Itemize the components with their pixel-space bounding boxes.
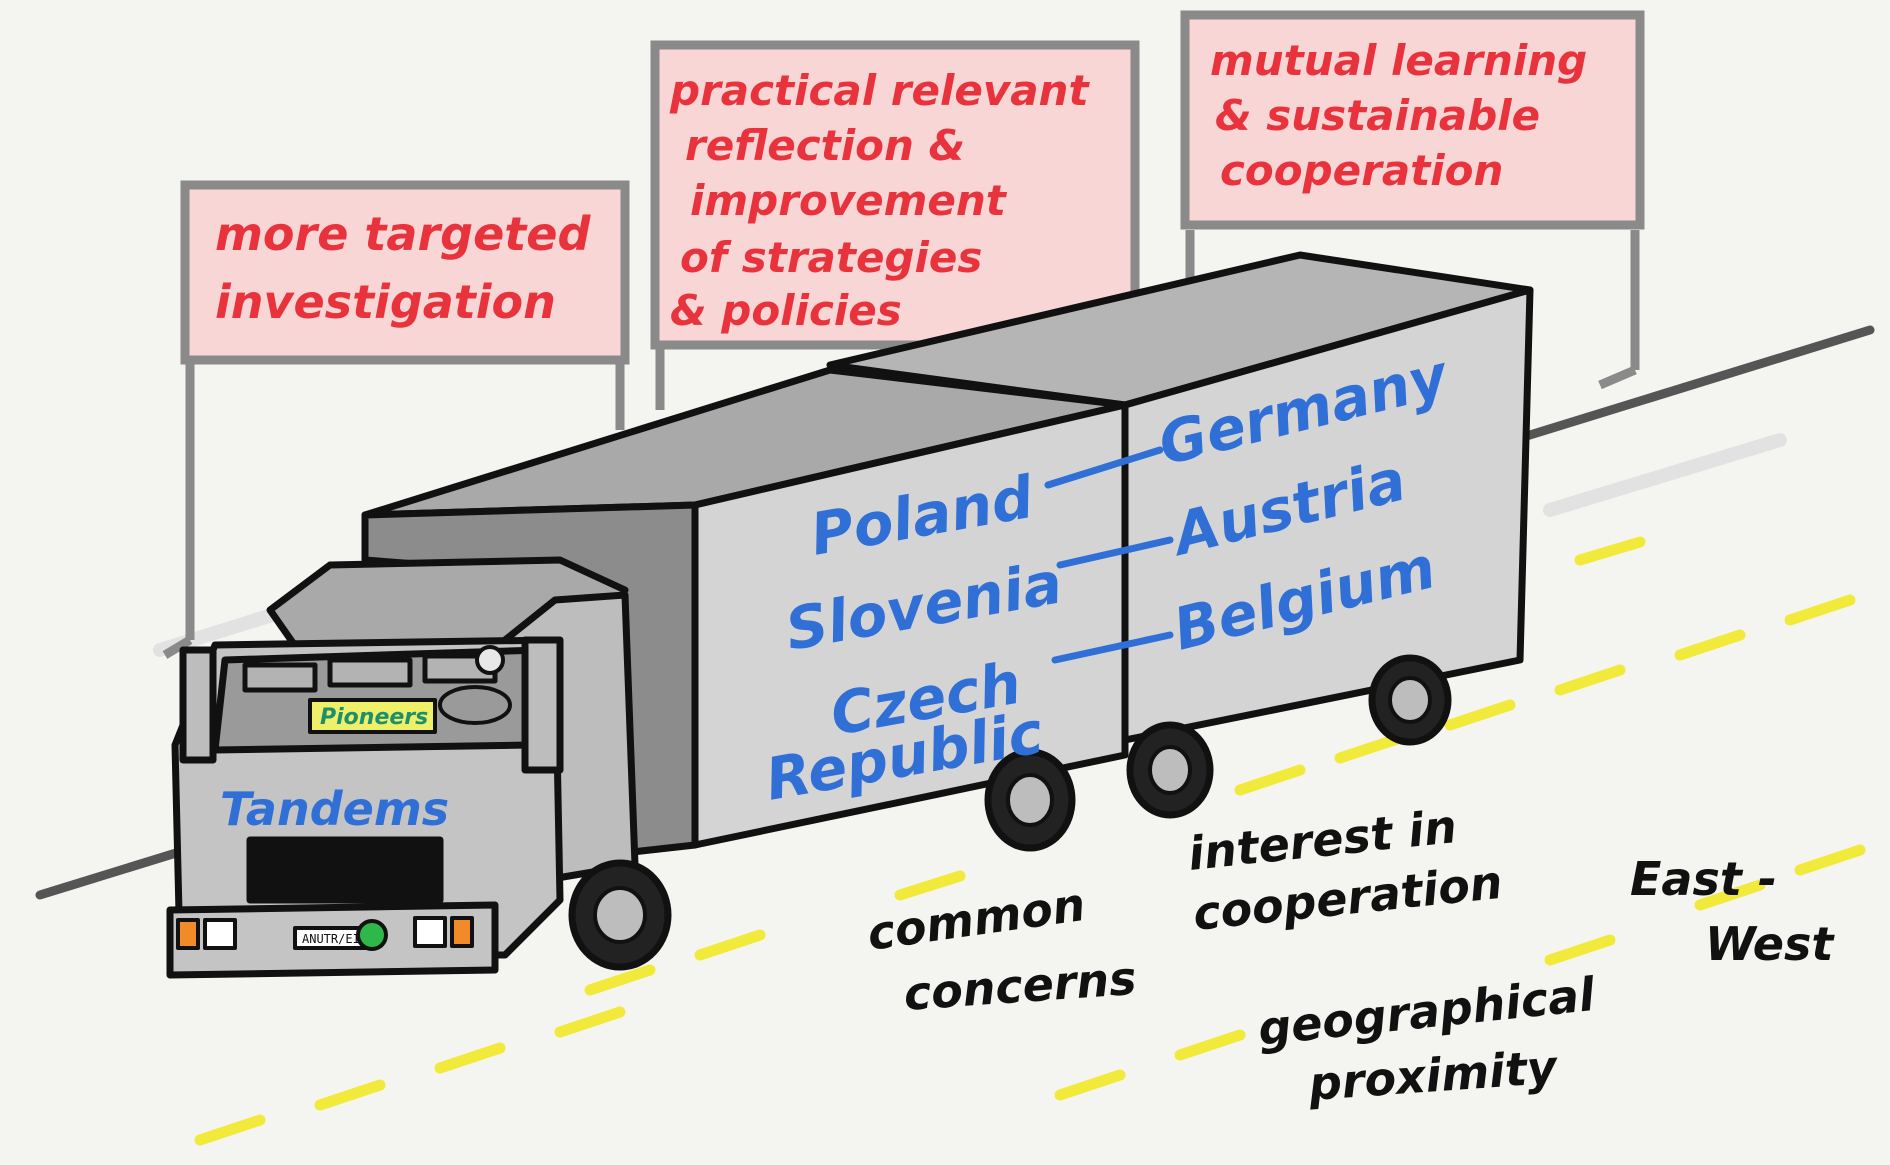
license-plate-text: ANUTR/EI <box>302 932 360 946</box>
sun-visor-mid <box>327 657 413 688</box>
tandems-label: Tandems <box>220 782 449 836</box>
grille <box>246 836 444 904</box>
right-mirror <box>521 636 564 774</box>
headlight-right <box>413 916 447 948</box>
label-west: West <box>1705 917 1835 971</box>
indicator-left <box>176 918 200 950</box>
middle-wheel <box>984 748 1076 852</box>
sign-mutual-learning: mutual learning & sustainable cooperatio… <box>1180 10 1645 230</box>
sign-2-line-5: & policies <box>670 286 902 335</box>
left-mirror <box>179 646 217 764</box>
lane-dash-lower <box>194 844 1866 1146</box>
pioneers-label: Pioneers <box>320 705 428 730</box>
sign-3-line-1: mutual learning <box>1210 36 1587 85</box>
rear-trailer-wheel-back <box>1368 654 1452 746</box>
truck: Pioneers Tandems ANUTR/EI <box>166 251 1534 979</box>
sign-2-line-3: improvement <box>690 176 1008 225</box>
sign-1-line-2: investigation <box>215 275 556 329</box>
headlight-left <box>203 918 237 950</box>
sign-2-line-1: practical relevant <box>669 66 1090 115</box>
lane-dash-upper <box>584 536 1856 996</box>
sign-targeted-investigation: more targeted investigation <box>180 180 630 365</box>
driver-head <box>475 645 505 675</box>
sign-posts <box>162 230 1640 659</box>
sign-3-line-3: cooperation <box>1220 146 1503 195</box>
pair-connectors <box>1044 446 1174 664</box>
sign-2-line-2: reflection & <box>685 121 965 170</box>
sun-visor-left <box>242 662 318 693</box>
pioneers-plaque <box>308 698 437 734</box>
steering-wheel <box>438 685 512 725</box>
label-east: East - <box>1630 852 1777 906</box>
sign-practical-reflection: practical relevant reflection & improvem… <box>650 40 1140 350</box>
indicator-right <box>450 916 474 948</box>
sign-2-line-4: of strategies <box>680 233 982 282</box>
sign-1-line-1: more targeted <box>215 207 591 261</box>
emblem <box>356 919 388 951</box>
sign-3-line-2: & sustainable <box>1215 91 1540 140</box>
front-wheel <box>568 859 672 971</box>
rear-trailer-wheel-front <box>1126 721 1214 819</box>
